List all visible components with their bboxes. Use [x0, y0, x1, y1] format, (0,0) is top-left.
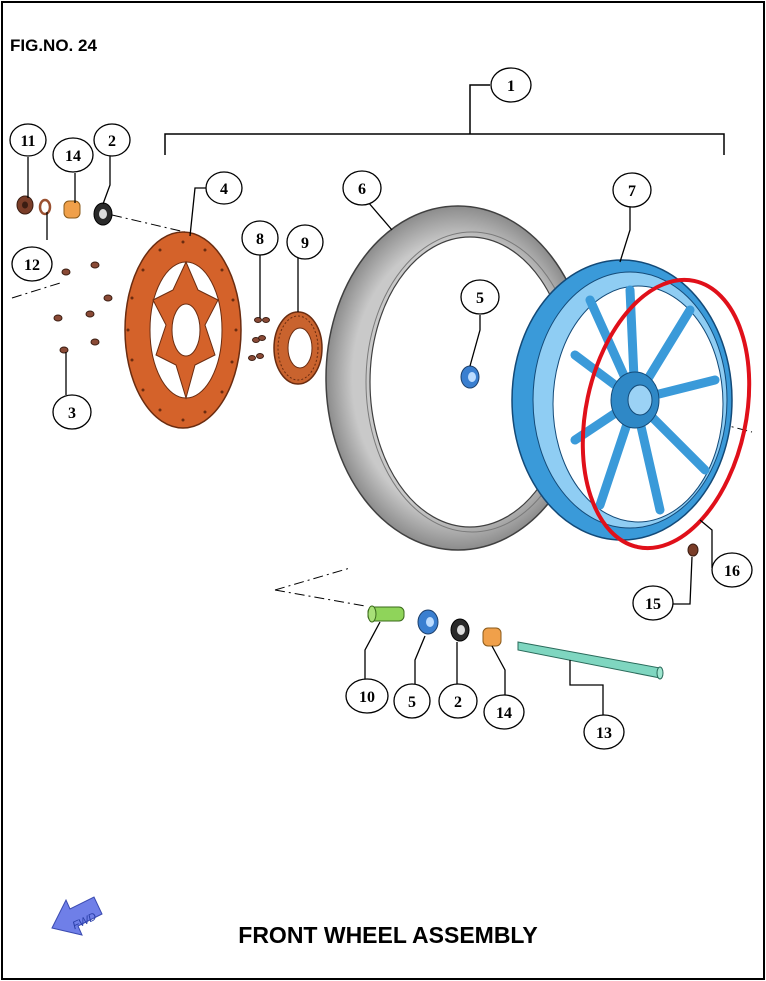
- callout-3: 3: [52, 394, 92, 430]
- part-15-valve: [687, 543, 699, 557]
- callout-9: 9: [286, 224, 324, 260]
- callout-15: 15: [632, 585, 674, 621]
- callout-5: 5: [393, 683, 431, 719]
- part-14-collar-top: [63, 200, 81, 219]
- callout-12: 12: [11, 246, 53, 282]
- svg-text:10: 10: [359, 689, 375, 706]
- callout-16: 16: [711, 552, 753, 588]
- svg-text:2: 2: [454, 694, 462, 711]
- part-5-bearing-center: [460, 365, 480, 389]
- svg-text:5: 5: [476, 290, 484, 307]
- svg-text:14: 14: [65, 148, 81, 165]
- part-8-screws: [248, 317, 270, 361]
- part-12-washer: [38, 198, 52, 216]
- figure-number: FIG.NO. 24: [10, 36, 97, 55]
- part-4-brake-disc: [124, 231, 242, 429]
- callout-10: 10: [345, 678, 389, 714]
- svg-text:1: 1: [507, 78, 515, 95]
- leader-lines: [27, 148, 713, 720]
- callout-8: 8: [241, 220, 279, 256]
- svg-text:7: 7: [628, 183, 636, 200]
- callout-11: 11: [9, 123, 47, 157]
- callout-2: 2: [93, 123, 131, 157]
- part-7-rim: [511, 259, 733, 541]
- part-3-bolts: [53, 261, 113, 354]
- callout-5: 5: [460, 279, 500, 315]
- callout-7: 7: [612, 172, 652, 208]
- svg-text:6: 6: [358, 181, 366, 198]
- callout-2: 2: [438, 683, 478, 719]
- svg-text:14: 14: [496, 705, 512, 722]
- svg-text:16: 16: [724, 563, 740, 580]
- callout-13: 13: [583, 714, 625, 750]
- svg-text:9: 9: [301, 235, 309, 252]
- part-2-seal-top: [93, 202, 113, 226]
- part-9-tone-wheel: [273, 311, 323, 385]
- callouts: 1 2 2 3 4 5 5 6: [9, 67, 753, 750]
- svg-text:11: 11: [20, 133, 35, 150]
- svg-text:5: 5: [408, 694, 416, 711]
- svg-text:12: 12: [24, 257, 40, 274]
- part-13-axle: [517, 641, 664, 680]
- svg-text:2: 2: [108, 133, 116, 150]
- callout-6: 6: [342, 170, 382, 206]
- callout-14: 14: [483, 694, 525, 730]
- svg-text:8: 8: [256, 231, 264, 248]
- part-11-nut: [16, 195, 34, 215]
- part-5-bearing-bottom: [417, 609, 439, 635]
- callout-4: 4: [205, 171, 243, 205]
- svg-text:3: 3: [68, 405, 76, 422]
- callout-1: 1: [490, 67, 532, 103]
- svg-text:13: 13: [596, 725, 612, 742]
- page-title: FRONT WHEEL ASSEMBLY: [238, 922, 538, 948]
- part-10-collar: [367, 605, 405, 623]
- assembly-bracket: [164, 84, 725, 155]
- part-14-collar-bottom: [482, 627, 502, 647]
- highlight-ring: [580, 277, 752, 551]
- svg-text:4: 4: [220, 181, 228, 198]
- part-2-seal-bottom: [450, 618, 470, 642]
- svg-text:15: 15: [645, 596, 661, 613]
- callout-14: 14: [52, 137, 94, 173]
